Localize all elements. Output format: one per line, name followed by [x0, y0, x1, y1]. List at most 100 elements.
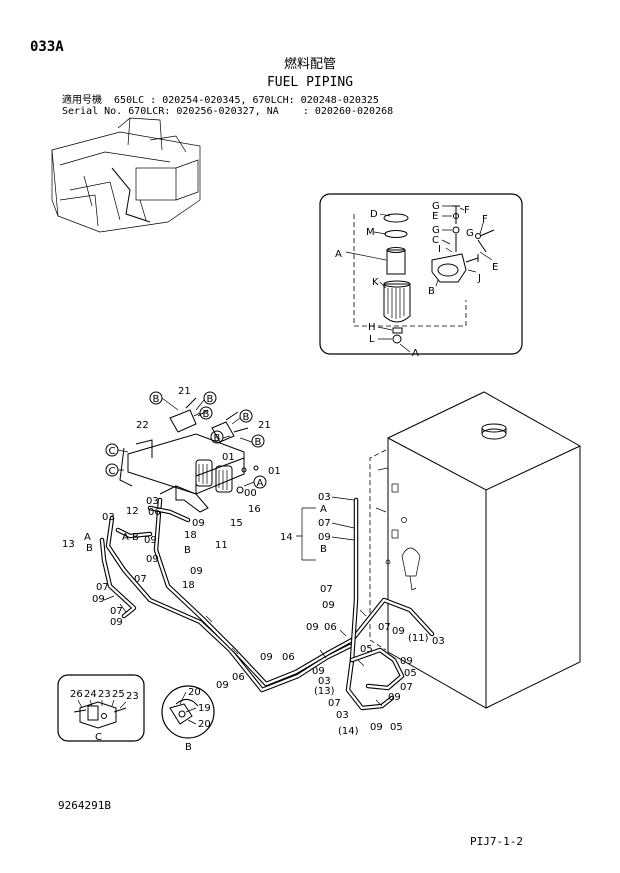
- callout-A-1: A: [257, 478, 264, 489]
- label-A-2: A: [84, 532, 91, 543]
- inset-label-G2: G: [432, 225, 440, 236]
- part-09e: 09: [92, 594, 105, 605]
- part-number-labels: 21 22 21 01 01 00 16 15 03 06 09 18 11 1…: [62, 386, 445, 737]
- part-09n: 09: [216, 680, 229, 691]
- part-09j: 09: [392, 626, 405, 637]
- part-06d: 06: [232, 672, 245, 683]
- part-13: 13: [62, 539, 75, 550]
- inset-label-J: J: [477, 273, 481, 284]
- inset-label-D: D: [370, 209, 378, 220]
- part-03a: 03: [146, 496, 159, 507]
- part-09f: 09: [110, 617, 123, 628]
- part-22: 22: [136, 420, 149, 431]
- part-14b: (14): [338, 726, 359, 737]
- fuel-tank: [369, 391, 581, 709]
- part-07a: 07: [134, 574, 147, 585]
- part-01b: 01: [268, 466, 281, 477]
- inset-label-K: K: [372, 277, 379, 288]
- inset-label-L: L: [369, 334, 375, 345]
- b-view-label: B: [185, 742, 192, 753]
- callout-B-3: B: [203, 409, 210, 420]
- part-18b: 18: [182, 580, 195, 591]
- part-09c: 09: [146, 554, 159, 565]
- part-09m: 09: [260, 652, 273, 663]
- part-16: 16: [248, 504, 261, 515]
- inset-label-G1: G: [432, 201, 440, 212]
- part-21a: 21: [178, 386, 191, 397]
- inset-label-H: H: [368, 322, 376, 333]
- filter-bracket-assembly: [119, 397, 259, 513]
- part-21b: 21: [258, 420, 271, 431]
- part-09b: 09: [144, 535, 157, 546]
- part-00: 00: [244, 488, 257, 499]
- label-B-3: B: [184, 545, 191, 556]
- part-06b: 06: [324, 622, 337, 633]
- c-part-26: 26: [70, 689, 83, 700]
- part-07h: 07: [400, 682, 413, 693]
- part-09g: 09: [318, 532, 331, 543]
- fuel-pipe-runs: [99, 497, 435, 711]
- c-part-23a: 23: [98, 689, 111, 700]
- part-13b: (13): [314, 686, 335, 697]
- callout-B-6: B: [255, 437, 262, 448]
- part-03c: 03: [318, 492, 331, 503]
- part-11b: (11): [408, 633, 429, 644]
- callout-C-2: C: [109, 466, 116, 477]
- inset-label-F2: F: [482, 214, 488, 225]
- b-part-20b: 20: [198, 719, 211, 730]
- c-part-23b: 23: [126, 691, 139, 702]
- inset-label-M: M: [366, 227, 375, 238]
- title-japanese: 燃料配管: [283, 57, 336, 72]
- part-09o: 09: [370, 722, 383, 733]
- inset-label-A-bottom: A: [412, 348, 419, 359]
- callout-B-1: B: [153, 394, 160, 405]
- part-12: 12: [126, 506, 139, 517]
- document-number: 9264291B: [58, 799, 111, 812]
- filter-detail-inset: D M A K H L A G E G C I F F G E J B: [319, 193, 523, 359]
- part-09k: 09: [400, 656, 413, 667]
- label-B-1: B: [132, 532, 139, 543]
- part-07b: 07: [96, 582, 109, 593]
- page-reference: PIJ7-1-2: [470, 835, 523, 848]
- part-09i: 09: [306, 622, 319, 633]
- callout-B-5: B: [214, 433, 221, 444]
- part-09l: 09: [312, 666, 325, 677]
- b-part-19: 19: [198, 703, 211, 714]
- inset-label-I: I: [438, 244, 441, 255]
- detail-view-B: 20 19 20 B: [161, 685, 215, 753]
- part-03d: 03: [432, 636, 445, 647]
- part-06a: 06: [148, 507, 161, 518]
- inset-label-F1: F: [464, 205, 470, 216]
- callout-C-1: C: [109, 446, 116, 457]
- inset-label-B: B: [428, 286, 435, 297]
- inset-label-A-left: A: [335, 249, 342, 260]
- detail-view-C: 26 24 23 25 23 C: [57, 674, 145, 743]
- part-03e: 03: [318, 676, 331, 687]
- applicability-line-1: 適用号機 650LC : 020254-020345, 670LCH: 0202…: [62, 95, 379, 106]
- applicability-line-2: Serial No. 670LCR: 020256-020327, NA : 0…: [62, 106, 394, 117]
- inset-label-C: C: [432, 235, 439, 246]
- c-view-label: C: [95, 732, 102, 743]
- part-11: 11: [215, 540, 228, 551]
- part-05b: 05: [390, 722, 403, 733]
- title-english: FUEL PIPING: [266, 75, 354, 90]
- c-part-25: 25: [112, 689, 125, 700]
- part-07g: 07: [328, 698, 341, 709]
- part-03f: 03: [336, 710, 349, 721]
- part-09d: 09: [190, 566, 203, 577]
- label-B-4: B: [320, 544, 327, 555]
- part-05a: 05: [360, 644, 373, 655]
- part-03b: 03: [102, 512, 115, 523]
- c-part-24: 24: [84, 689, 97, 700]
- part-07f: 07: [378, 622, 391, 633]
- part-05c: 05: [404, 668, 417, 679]
- callout-B-4: B: [243, 412, 250, 423]
- part-07c: 07: [110, 606, 123, 617]
- part-14: 14: [280, 532, 293, 543]
- inset-label-E1: E: [432, 211, 438, 222]
- inset-label-G3: G: [466, 228, 474, 239]
- part-01a: 01: [222, 452, 235, 463]
- label-B-2: B: [86, 543, 93, 554]
- label-A-1: A: [122, 532, 129, 543]
